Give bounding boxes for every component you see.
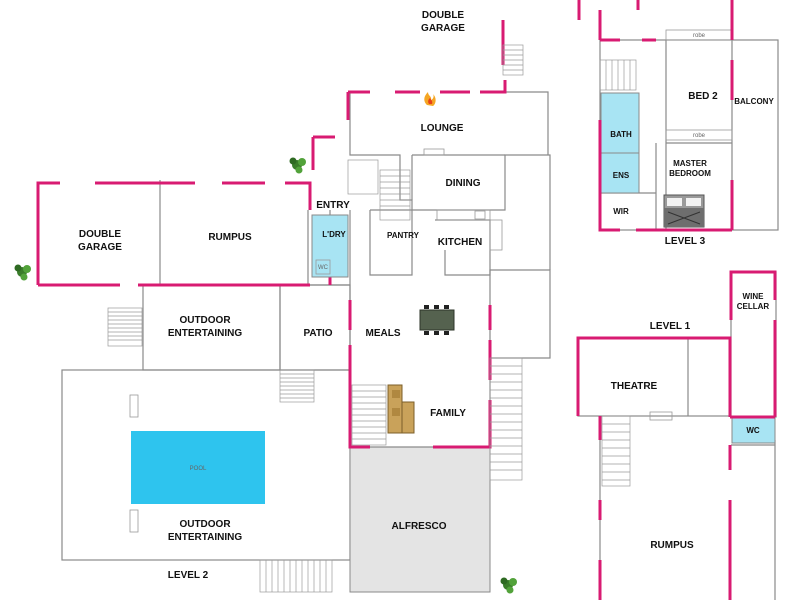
alfresco-label: ALFRESCO: [392, 521, 447, 532]
ensuite-label: ENS: [613, 171, 630, 180]
level-2-label: LEVEL 2: [168, 570, 209, 581]
lounge-label: LOUNGE: [421, 123, 464, 134]
level-3-plan: BATH ENS WIR BED 2 BALCONY MASTER BEDROO…: [577, 0, 779, 247]
wc-area: [731, 416, 776, 444]
wine-cellar-label: WINE: [743, 292, 765, 301]
bed-2-label: BED 2: [688, 91, 718, 102]
stairs-pool-left: [107, 307, 143, 347]
stairs-family-east: [489, 357, 523, 481]
stairs-family-west: [351, 384, 387, 446]
dining-table-icon: [419, 305, 455, 335]
wc-label: WC: [746, 426, 760, 435]
stairs-level-1: [601, 415, 631, 487]
balcony-label: BALCONY: [734, 97, 774, 106]
bed-icon: [663, 194, 705, 228]
double-garage-left-label-2: GARAGE: [78, 242, 122, 253]
level-1-label: LEVEL 1: [650, 321, 691, 332]
wir-label: WIR: [613, 207, 629, 216]
fireplace-icon: [424, 92, 436, 106]
laundry-wc-label: WC: [318, 265, 329, 271]
rumpus-level2-label: RUMPUS: [208, 232, 252, 243]
laundry-label: L'DRY: [322, 230, 346, 239]
kitchen-label: KITCHEN: [438, 237, 482, 248]
level-1-plan: LEVEL 1 WINE CELLAR THEATRE WC RUMPUS: [576, 270, 777, 600]
wine-cellar-label-2: CELLAR: [737, 302, 770, 311]
shrub-icon: [289, 157, 306, 174]
pool: [131, 431, 265, 504]
meals-label: MEALS: [366, 328, 401, 339]
pantry-label: PANTRY: [387, 231, 420, 240]
outdoor-entertaining-bottom-label-2: ENTERTAINING: [168, 532, 242, 543]
double-garage-top-label-2: GARAGE: [421, 23, 465, 34]
level-3-label: LEVEL 3: [665, 236, 706, 247]
shrub-icon: [14, 264, 31, 281]
pool-label: POOL: [190, 466, 207, 472]
rumpus-level1-label: RUMPUS: [650, 540, 694, 551]
shrub-icon: [500, 577, 517, 594]
stairs-bottom: [259, 559, 333, 593]
master-bedroom-label: MASTER: [673, 159, 707, 168]
stairs-level-3: [599, 59, 637, 91]
entry-label: ENTRY: [316, 200, 350, 211]
patio-label: PATIO: [303, 328, 332, 339]
dining-label: DINING: [446, 178, 481, 189]
double-garage-left-label: DOUBLE: [79, 229, 122, 240]
stairs-patio: [279, 369, 315, 403]
robe-label-bottom: robe: [693, 133, 706, 139]
bath-label: BATH: [610, 130, 632, 139]
theatre-label: THEATRE: [611, 381, 658, 392]
outdoor-entertaining-top-label-2: ENTERTAINING: [168, 328, 242, 339]
double-garage-top-label: DOUBLE: [422, 10, 465, 21]
family-label: FAMILY: [430, 408, 466, 419]
outdoor-entertaining-top-label: OUTDOOR: [179, 315, 231, 326]
ensuite-area: [600, 152, 640, 194]
stairs-entry: [347, 159, 411, 221]
robe-label-top: robe: [693, 33, 706, 39]
alfresco-area: [349, 446, 491, 593]
bath-area: [600, 92, 640, 154]
level-2-plan: POOL: [14, 10, 551, 594]
sofa-icon: [387, 384, 415, 434]
stairs-garage-top: [502, 44, 524, 76]
outdoor-entertaining-bottom-label: OUTDOOR: [179, 519, 231, 530]
master-bedroom-label-2: BEDROOM: [669, 169, 711, 178]
